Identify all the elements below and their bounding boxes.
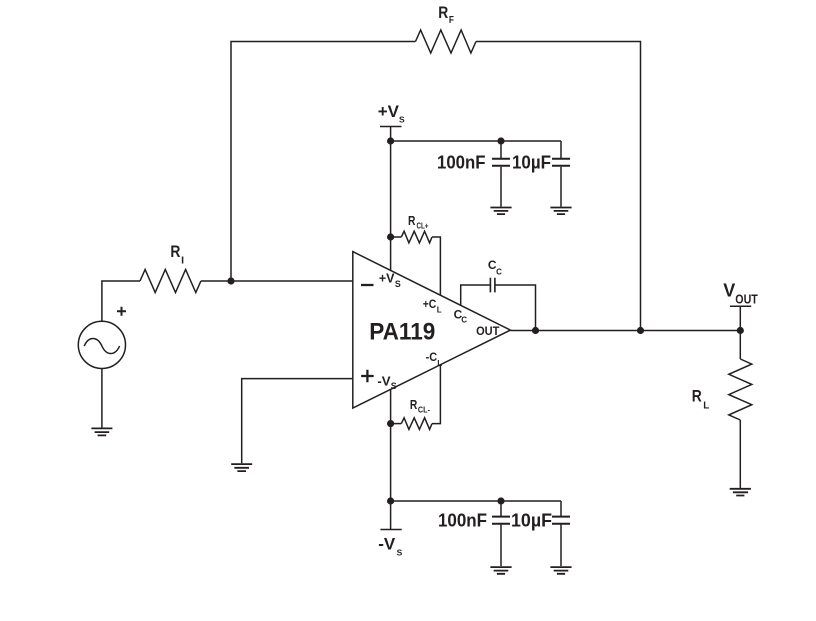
svg-text:R: R bbox=[170, 242, 180, 261]
svg-text:L: L bbox=[437, 305, 442, 314]
svg-text:L: L bbox=[437, 359, 442, 368]
svg-text:OUT: OUT bbox=[735, 293, 758, 307]
svg-text:L: L bbox=[703, 400, 710, 412]
svg-text:-V: -V bbox=[377, 373, 390, 388]
svg-text:F: F bbox=[449, 15, 454, 26]
svg-text:C: C bbox=[454, 308, 463, 322]
svg-text:R: R bbox=[438, 3, 448, 22]
svg-text:10µF: 10µF bbox=[511, 510, 552, 531]
svg-text:OUT: OUT bbox=[476, 324, 500, 338]
svg-text:S: S bbox=[395, 279, 401, 289]
svg-text:S: S bbox=[397, 548, 403, 558]
svg-text:100nF: 100nF bbox=[437, 151, 486, 172]
svg-text:R: R bbox=[410, 397, 418, 412]
svg-text:C: C bbox=[488, 258, 497, 272]
svg-text:I: I bbox=[181, 255, 184, 267]
svg-text:+V: +V bbox=[379, 271, 395, 286]
svg-text:+V: +V bbox=[378, 102, 400, 121]
svg-text:CL+: CL+ bbox=[417, 222, 429, 231]
svg-text:10µF: 10µF bbox=[512, 151, 551, 172]
svg-text:PA119: PA119 bbox=[369, 318, 435, 345]
svg-text:C: C bbox=[496, 267, 502, 276]
svg-text:R: R bbox=[692, 386, 702, 405]
svg-text:-V: -V bbox=[378, 534, 396, 553]
svg-text:+C: +C bbox=[423, 297, 437, 311]
svg-text:CL-: CL- bbox=[418, 406, 430, 415]
svg-text:S: S bbox=[391, 381, 397, 391]
svg-text:100nF: 100nF bbox=[438, 510, 487, 531]
svg-text:-C: -C bbox=[426, 350, 438, 364]
svg-text:R: R bbox=[408, 213, 416, 228]
svg-text:V: V bbox=[723, 280, 735, 300]
svg-text:C: C bbox=[461, 315, 467, 324]
svg-text:S: S bbox=[399, 115, 405, 125]
